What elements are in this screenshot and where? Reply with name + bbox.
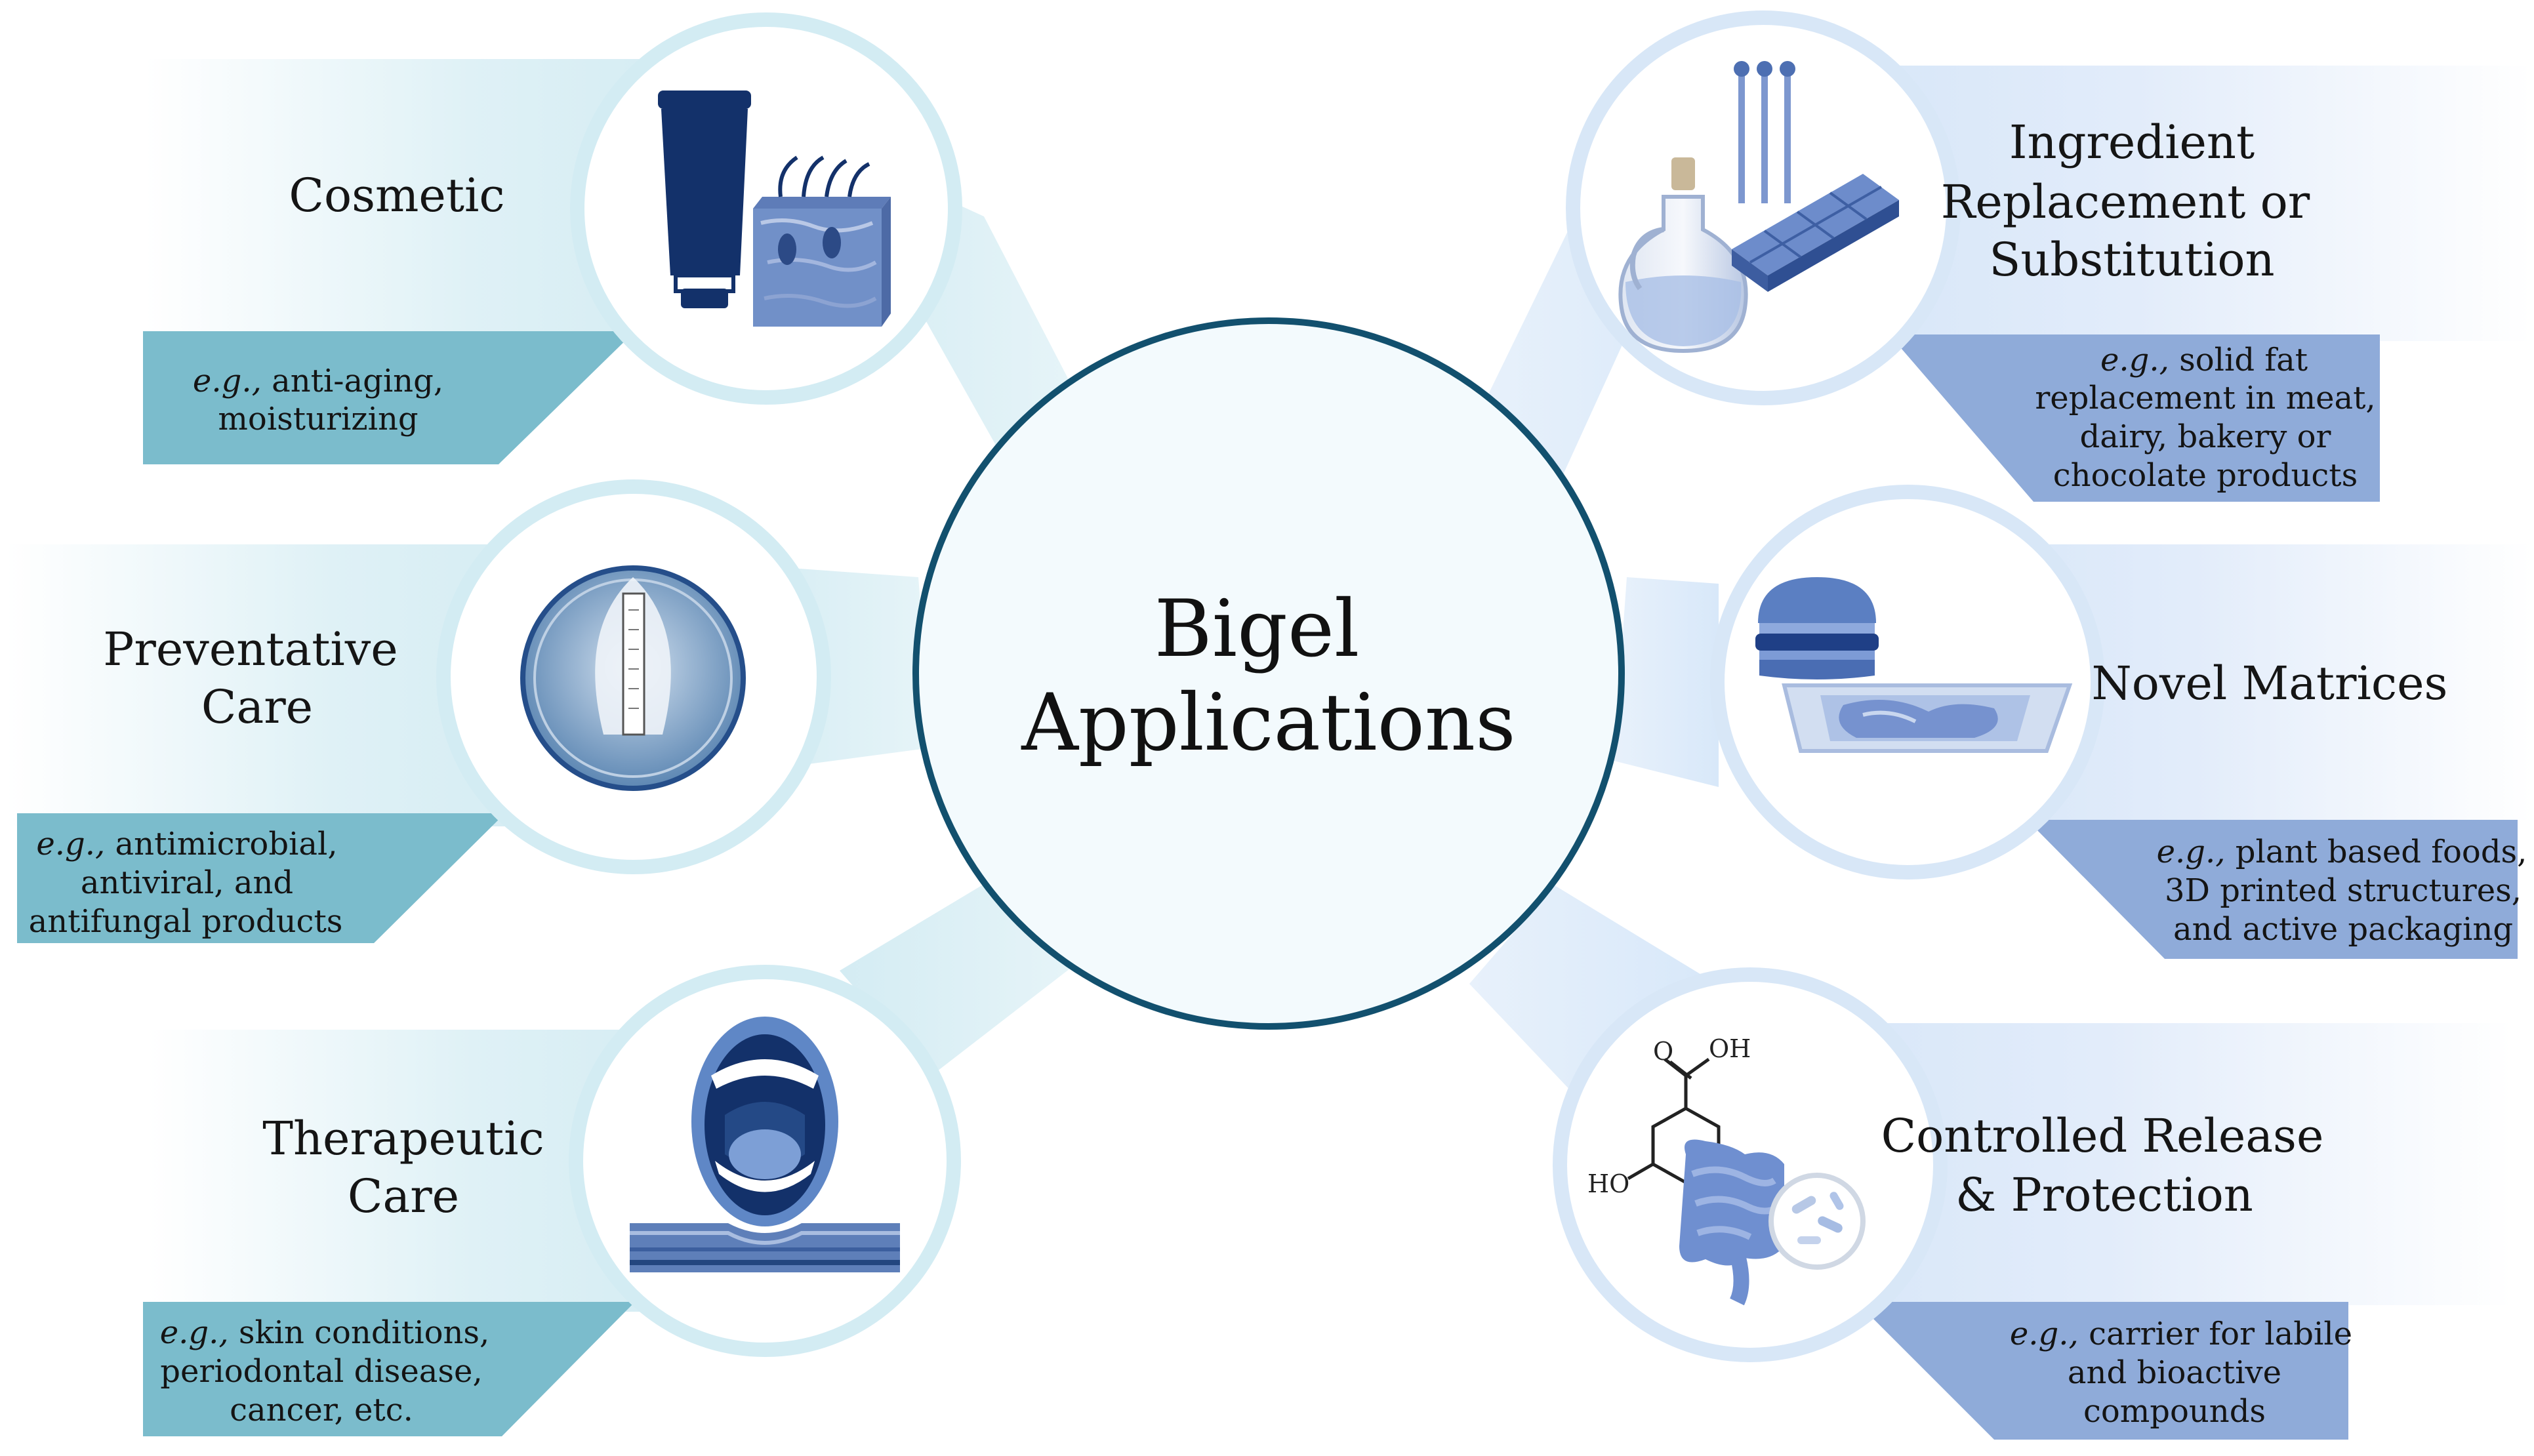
example-box-preventative xyxy=(17,813,505,943)
lotion-tube-and-skin-icon xyxy=(658,91,891,327)
title-therapeutic-line-2: Care xyxy=(348,1169,459,1223)
icon-circle-novel xyxy=(1710,485,2105,880)
title-cosmetic-line-1: Cosmetic xyxy=(289,169,504,222)
title-therapeutic-line-1: Therapeutic xyxy=(262,1112,544,1165)
title-preventative-line-2: Care xyxy=(201,680,313,734)
example-ingredient-line-4: chocolate products xyxy=(2053,457,2358,494)
example-controlled-line-3: compounds xyxy=(2083,1393,2266,1430)
mouth-and-tissue-icon xyxy=(630,1017,900,1272)
example-controlled-line-1: e.g., carrier for labile xyxy=(2010,1316,2352,1352)
wedge-novel xyxy=(1614,577,1719,787)
example-preventative-line-2: antiviral, and xyxy=(81,864,293,901)
molecule-label-o: O xyxy=(1653,1037,1673,1066)
title-preventative-line-1: Preventative xyxy=(103,622,398,676)
center-circle xyxy=(912,317,1625,1030)
category-titles: Cosmetic Preventative Care Therapeutic C… xyxy=(103,115,2447,1223)
example-box-therapeutic xyxy=(143,1302,635,1436)
title-ingredient-line-3: Substitution xyxy=(1989,233,2274,287)
molecule-label-oh: OH xyxy=(1709,1034,1751,1063)
example-therapeutic-line-3: cancer, etc. xyxy=(230,1392,413,1428)
example-controlled-line-2: and bioactive xyxy=(2068,1354,2281,1391)
example-box-controlled xyxy=(1856,1302,2348,1440)
example-ingredient-line-3: dairy, bakery or xyxy=(2080,418,2331,455)
example-novel-line-3: and active packaging xyxy=(2173,911,2513,948)
title-controlled-line-2: & Protection xyxy=(1955,1168,2253,1222)
center-title-line-1: Bigel xyxy=(1155,584,1360,675)
example-therapeutic-line-2: periodontal disease, xyxy=(160,1353,482,1390)
petri-dish-icon xyxy=(520,565,746,791)
title-ingredient-line-1: Ingredient xyxy=(2009,115,2255,169)
example-box-ingredient xyxy=(1889,334,2380,502)
example-novel-line-2: 3D printed structures, xyxy=(2165,872,2522,909)
title-novel-line-1: Novel Matrices xyxy=(2092,657,2448,710)
example-ingredient-line-2: replacement in meat, xyxy=(2035,380,2375,416)
title-controlled-line-1: Controlled Release xyxy=(1881,1109,2324,1163)
example-box-novel xyxy=(2027,820,2518,959)
example-preventative-line-3: antifungal products xyxy=(29,903,343,940)
wedge-controlled xyxy=(1469,885,1706,1108)
example-texts: e.g., anti-aging, moisturizing e.g., ant… xyxy=(29,342,2527,1430)
example-cosmetic-line-2: moisturizing xyxy=(218,401,418,437)
burger-and-packaged-meat-icon xyxy=(1755,577,2073,753)
example-novel-line-1: e.g., plant based foods, xyxy=(2157,834,2527,870)
molecule-and-intestine-icon: O OH HO xyxy=(1587,1034,1866,1306)
center-title-line-2: Applications xyxy=(1021,677,1516,769)
title-ingredient-line-2: Replacement or xyxy=(1941,175,2310,229)
example-therapeutic-line-1: e.g., skin conditions, xyxy=(160,1314,490,1351)
molecule-label-ho: HO xyxy=(1587,1169,1629,1198)
example-boxes xyxy=(17,331,2518,1440)
example-preventative-line-1: e.g., antimicrobial, xyxy=(36,826,337,862)
example-box-cosmetic xyxy=(143,331,635,464)
example-ingredient-line-1: e.g., solid fat xyxy=(2100,342,2308,378)
example-cosmetic-line-1: e.g., anti-aging, xyxy=(193,363,443,399)
oil-and-chocolate-icon xyxy=(1618,61,1899,354)
